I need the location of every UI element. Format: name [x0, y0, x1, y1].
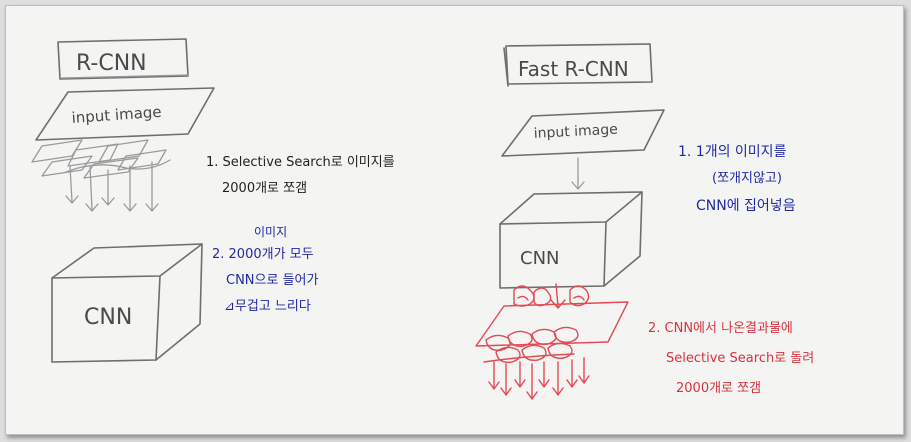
rcnn-note2-line3: CNN으로 들어가: [226, 273, 318, 288]
fast-rcnn-title: Fast R-CNN: [518, 57, 629, 81]
rcnn-note2-line2: 2. 2000개가 모두: [212, 247, 314, 262]
fast-rcnn-proposal-arrows: [488, 357, 590, 400]
fast-rcnn-note1-line3: CNN에 집어넣음: [696, 198, 796, 214]
rcnn-region-proposals: [31, 139, 171, 179]
fast-rcnn-input-label: input image: [533, 122, 618, 142]
rcnn-input-plane: [35, 87, 215, 141]
fast-rcnn-note1-line2: (쪼개지않고): [712, 171, 782, 186]
fast-rcnn-note1-line1: 1. 1개의 이미지를: [678, 144, 787, 160]
fast-rcnn-note2-line3: 2000개로 쪼갬: [676, 381, 761, 396]
rcnn-cnn-label: CNN: [84, 305, 132, 330]
rcnn-title-box: [57, 38, 189, 80]
fast-rcnn-input-arrow: [571, 157, 585, 190]
fast-rcnn-note2-line1: 2. CNN에서 나온결과물에: [648, 321, 793, 336]
fast-rcnn-input-plane: [501, 109, 665, 157]
fast-rcnn-note2-line2: Selective Search로 돌려: [666, 351, 814, 366]
rcnn-input-label: input image: [71, 103, 162, 127]
diagram-drawing: R-CNN input image CNN 1. Selective Searc…: [31, 38, 814, 400]
fast-rcnn-cnn-box: [499, 191, 643, 289]
rcnn-note1-line2: 2000개로 쪼갬: [222, 181, 307, 196]
whiteboard-photo: R-CNN input image CNN 1. Selective Searc…: [5, 5, 904, 435]
rcnn-note1-line1: 1. Selective Search로 이미지를: [206, 155, 395, 170]
rcnn-title: R-CNN: [76, 51, 147, 76]
rcnn-note2-line1: 이미지: [254, 225, 287, 239]
rcnn-note2-line4: ⊿무겁고 느리다: [224, 299, 311, 314]
rcnn-proposal-arrows: [65, 161, 159, 212]
fast-rcnn-feature-plane: [475, 301, 629, 347]
rcnn-cnn-box: [51, 243, 203, 363]
fast-rcnn-region-proposals: [483, 326, 579, 363]
fast-rcnn-cnn-label: CNN: [520, 248, 560, 269]
fast-rcnn-title-box: [503, 43, 653, 87]
